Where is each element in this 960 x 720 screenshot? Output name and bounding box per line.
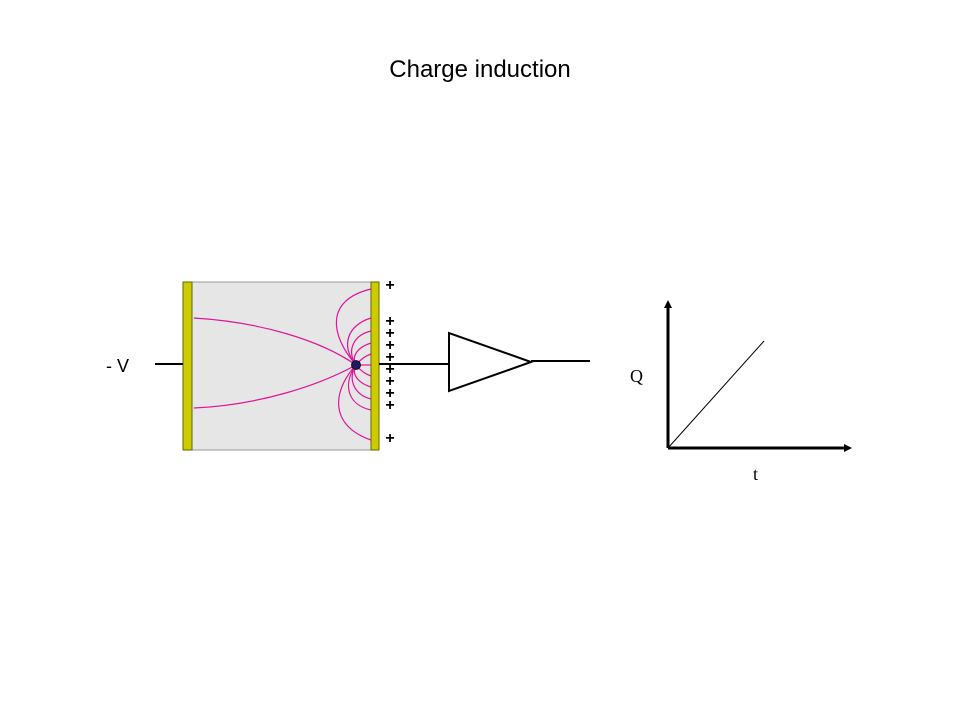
detector-body [191, 281, 373, 451]
field-line [193, 317, 357, 366]
plus-sign: + [385, 277, 394, 294]
field-line [338, 364, 372, 441]
graph-q-line [667, 340, 765, 449]
induced-charges: + + + + + + + + + + [385, 277, 394, 447]
graph-y-label: Q [630, 366, 643, 386]
field-line [335, 288, 372, 366]
voltage-label: - V [106, 356, 129, 376]
page-title: Charge induction [389, 56, 571, 83]
plus-sign: + [385, 349, 394, 366]
plus-sign: + [385, 430, 394, 447]
right-electrode [370, 281, 380, 451]
point-charge [351, 360, 361, 370]
plus-sign: + [385, 361, 394, 378]
field-line [347, 364, 372, 411]
plus-sign: + [385, 385, 394, 402]
plus-sign: + [385, 337, 394, 354]
plus-sign: + [385, 397, 394, 414]
left-electrode [182, 281, 193, 451]
graph-x-label: t [753, 464, 758, 484]
amplifier [448, 331, 534, 393]
plus-sign: + [385, 325, 394, 342]
field-line [347, 317, 372, 366]
plus-sign: + [385, 313, 394, 330]
plus-sign: + [385, 373, 394, 390]
field-line [193, 364, 357, 409]
